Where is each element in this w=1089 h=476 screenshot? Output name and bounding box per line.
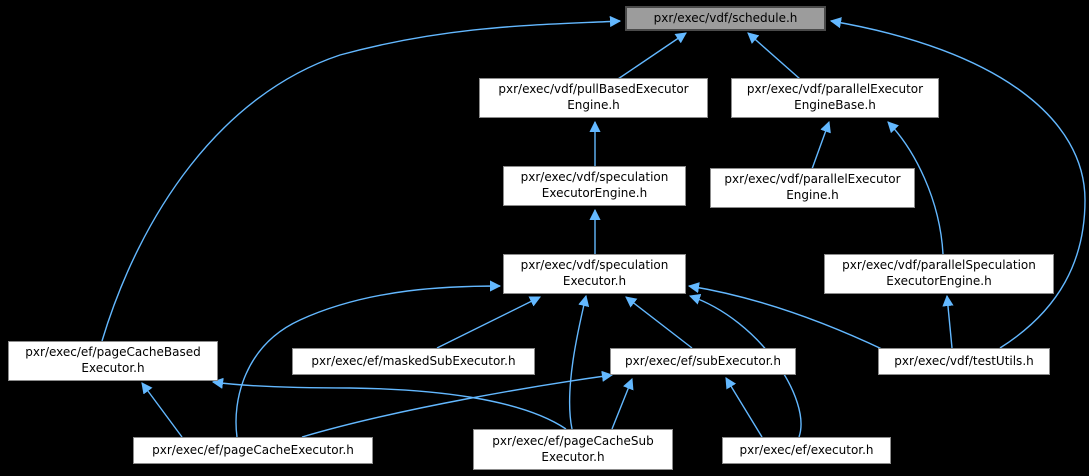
edge-engineBase-to-schedule (747, 32, 801, 80)
node-label: pxr/exec/ef/pageCacheExecutor.h (152, 442, 354, 457)
node-label: pxr/exec/vdf/parallelExecutor (746, 82, 924, 97)
node-label: pxr/exec/vdf/parallelSpeculation (842, 258, 1036, 273)
node-label: Engine.h (567, 98, 620, 112)
node-pullBasedExecutorEngine-h[interactable]: pxr/exec/vdf/pullBasedExecutor Engine.h (479, 78, 708, 118)
node-label: ExecutorEngine.h (886, 274, 992, 288)
edge-pageCacheExec-to-subExecutor (301, 370, 614, 438)
edge-pageCacheBased-to-schedule (101, 15, 622, 342)
node-speculationExecutorEngine-h[interactable]: pxr/exec/vdf/speculation ExecutorEngine.… (503, 166, 686, 206)
node-label: EngineBase.h (794, 98, 876, 112)
node-label: pxr/exec/vdf/speculation (520, 170, 669, 185)
node-subExecutor-h[interactable]: pxr/exec/ef/subExecutor.h (610, 348, 796, 375)
edge-maskedSub-to-specExecutor (436, 296, 542, 349)
edge-parallelEngine-to-engineBase (811, 120, 831, 170)
node-label: Executor.h (562, 274, 627, 288)
edge-subExecutor-to-specExecutor (625, 296, 693, 349)
edge-pageCacheExec-to-specExecutor (235, 280, 502, 438)
node-label: pxr/exec/vdf/speculation (520, 258, 669, 273)
node-label: pxr/exec/ef/maskedSubExecutor.h (311, 353, 516, 368)
edge-pageCacheSub-to-subExecutor (611, 377, 634, 430)
edge-parallelSpec-to-engineBase (887, 121, 944, 255)
node-parallelExecutorEngineBase-h[interactable]: pxr/exec/vdf/parallelExecutor EngineBase… (731, 78, 939, 118)
node-label: pxr/exec/ef/subExecutor.h (625, 353, 781, 368)
node-label: Executor.h (541, 449, 605, 464)
edge-testUtils-to-schedule (829, 17, 1086, 349)
node-parallelSpeculationExecutorEngine-h[interactable]: pxr/exec/vdf/parallelSpeculation Executo… (824, 254, 1054, 294)
edge-testUtils-to-specExecutor (687, 282, 885, 351)
node-pageCacheExecutor-h[interactable]: pxr/exec/ef/pageCacheExecutor.h (133, 437, 373, 464)
node-label: Executor.h (81, 361, 145, 375)
edge-pageCacheExec-to-pageCacheBased (141, 382, 183, 438)
node-parallelExecutorEngine-h[interactable]: pxr/exec/vdf/parallelExecutor Engine.h (710, 168, 915, 208)
node-label: pxr/exec/ef/executor.h (739, 442, 874, 457)
edge-executor-to-subExecutor (725, 377, 763, 438)
node-label: pxr/exec/vdf/parallelExecutor (724, 172, 901, 187)
node-pageCacheSubExecutor-h[interactable]: pxr/exec/ef/pageCacheSub Executor.h (473, 429, 673, 470)
node-testUtils-h[interactable]: pxr/exec/vdf/testUtils.h (878, 348, 1050, 375)
node-label: pxr/exec/vdf/testUtils.h (894, 353, 1034, 368)
edge-testUtils-to-parallelSpec (942, 294, 954, 349)
node-pageCacheBasedExecutor-h[interactable]: pxr/exec/ef/pageCacheBased Executor.h (8, 341, 218, 381)
node-label: pxr/exec/ef/pageCacheSub (492, 433, 654, 448)
edge-pageCacheSub-to-pageCacheBased (211, 377, 567, 430)
node-label: pxr/exec/ef/pageCacheBased (25, 345, 201, 360)
node-label: ExecutorEngine.h (541, 186, 648, 200)
edge-pageCacheSub-to-specExecutor (568, 294, 590, 430)
node-label: pxr/exec/vdf/schedule.h (653, 10, 798, 25)
node-label: pxr/exec/vdf/pullBasedExecutor (498, 82, 689, 97)
node-speculationExecutor-h[interactable]: pxr/exec/vdf/speculation Executor.h (503, 254, 686, 294)
node-maskedSubExecutor-h[interactable]: pxr/exec/ef/maskedSubExecutor.h (292, 348, 535, 375)
node-executor-h[interactable]: pxr/exec/ef/executor.h (722, 437, 891, 464)
node-label: Engine.h (786, 188, 839, 202)
node-schedule-h: pxr/exec/vdf/schedule.h (625, 6, 826, 31)
edge-pullBased-to-schedule (617, 32, 687, 80)
